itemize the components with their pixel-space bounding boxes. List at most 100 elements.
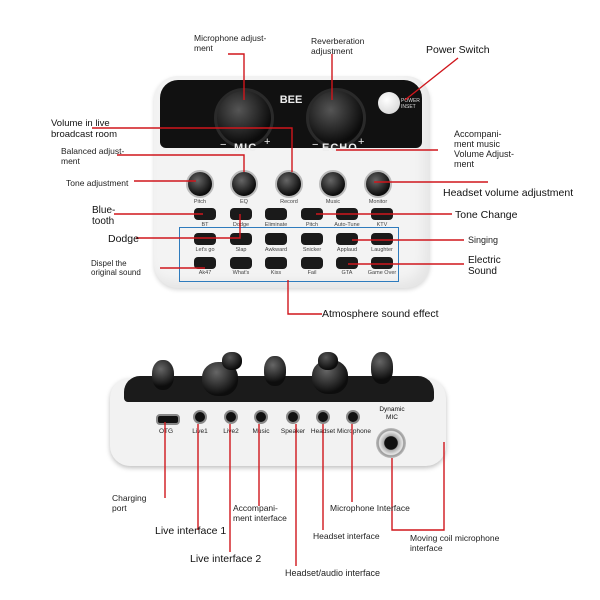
knob-label-monitor: Monitor [368, 199, 388, 205]
port-label-otg: OTG [158, 428, 174, 435]
btn-label-awkward: Awkward [264, 247, 288, 253]
button-bt[interactable] [194, 208, 216, 220]
btn-label-applaud: Applaud [336, 247, 358, 253]
btn-label-ktv: KTV [376, 222, 388, 228]
button-game-over[interactable] [371, 257, 393, 269]
button-eliminate[interactable] [265, 208, 287, 220]
port-label-music: Music [252, 428, 270, 435]
label-dodge: Dodge [108, 233, 139, 245]
btn-label-whats: What's [232, 270, 250, 276]
button-whats[interactable] [230, 257, 252, 269]
headset-jack[interactable] [316, 410, 330, 424]
label-electric: Electric Sound [468, 255, 501, 277]
port-label-speaker: Speaker [280, 428, 306, 435]
btn-label-fail: Fail [307, 270, 317, 276]
atmosphere-frame [179, 227, 399, 282]
button-dodge[interactable] [230, 208, 252, 220]
echo-label: ECHO [322, 142, 358, 154]
bottom-knob-3 [222, 352, 242, 370]
port-label-live2: Live2 [223, 428, 239, 435]
mic-knob [214, 88, 274, 148]
bottom-knob-4 [264, 356, 286, 386]
live1-jack[interactable] [193, 410, 207, 424]
bottom-knob-1 [152, 360, 174, 390]
otg-port[interactable] [156, 414, 180, 425]
monitor-knob [364, 170, 392, 198]
label-moving-coil: Moving coil microphone interface [410, 533, 500, 553]
label-mic-interface: Microphone Interface [330, 503, 410, 513]
btn-label-ak47: Ak47 [198, 270, 212, 276]
mic-minus: − [220, 139, 227, 151]
button-applaud[interactable] [336, 233, 358, 245]
button-pitch[interactable] [301, 208, 323, 220]
echo-minus: − [312, 139, 319, 151]
music-jack[interactable] [254, 410, 268, 424]
label-volume-live: Volume in live broadcast room [51, 118, 118, 140]
mic-plus: + [264, 136, 271, 148]
btn-label-lets-go: Let's go [195, 247, 215, 253]
bottom-knob-6 [318, 352, 338, 370]
speaker-jack[interactable] [286, 410, 300, 424]
knob-label-eq: EQ [240, 199, 248, 205]
microphone-jack[interactable] [346, 410, 360, 424]
button-kiss[interactable] [265, 257, 287, 269]
button-ak47[interactable] [194, 257, 216, 269]
port-label-live1: Live1 [192, 428, 208, 435]
mic-label: MIC [234, 142, 258, 154]
brand-label: BEE [279, 94, 303, 106]
bottom-knob-7 [371, 352, 393, 384]
btn-label-auto-tune: Auto-Tune [334, 222, 360, 228]
button-awkward[interactable] [265, 233, 287, 245]
label-tone-adjust: Tone adjustment [66, 178, 129, 188]
button-laughter[interactable] [371, 233, 393, 245]
live2-jack[interactable] [224, 410, 238, 424]
label-live1: Live interface 1 [155, 525, 227, 537]
btn-label-eliminate: Eliminate [264, 222, 288, 228]
btn-label-gta: GTA [341, 270, 353, 276]
echo-plus: + [358, 136, 365, 148]
btn-label-bt: BT [201, 222, 209, 228]
btn-label-pitch: Pitch [305, 222, 319, 228]
label-reverb-adjust: Reverberation adjustment [311, 36, 365, 56]
button-lets-go[interactable] [194, 233, 216, 245]
top-black-panel [160, 80, 422, 148]
label-dispel: Dispel the original sound [91, 259, 141, 277]
label-power-switch: Power Switch [426, 44, 490, 56]
btn-label-dodge: Dodge [232, 222, 250, 228]
label-tone-change: Tone Change [455, 209, 518, 221]
dynamic-mic-jack[interactable] [376, 428, 406, 458]
echo-knob [306, 88, 366, 148]
label-headset-volume: Headset volume adjustment [443, 187, 574, 199]
btn-label-kiss: Kiss [270, 270, 282, 276]
power-label: POWER INSET [401, 98, 420, 110]
label-singing: Singing [468, 235, 499, 245]
port-label-microphone: Microphone [337, 428, 371, 435]
label-accompaniment: Accompani- ment music Volume Adjust- men… [454, 129, 515, 169]
btn-label-game-over: Game Over [367, 270, 397, 276]
button-slap[interactable] [230, 233, 252, 245]
port-label-dynamic-mic: Dynamic MIC [379, 406, 405, 421]
record-knob [275, 170, 303, 198]
label-accomp-interface: Accompani- ment interface [233, 503, 287, 523]
power-button[interactable] [378, 92, 400, 114]
pitch-knob [186, 170, 214, 198]
button-fail[interactable] [301, 257, 323, 269]
button-snicker[interactable] [301, 233, 323, 245]
label-balanced-adjust: Balanced adjust- ment [61, 146, 125, 166]
label-mic-adjust: Microphone adjust- ment [194, 33, 267, 53]
music-knob [319, 170, 347, 198]
btn-label-laughter: Laughter [371, 247, 393, 253]
btn-label-snicker: Snicker [302, 247, 322, 253]
knob-label-music: Music [325, 199, 341, 205]
knob-label-record: Record [280, 199, 298, 205]
button-gta[interactable] [336, 257, 358, 269]
knob-label-pitch: Pitch [193, 199, 207, 205]
label-atmosphere: Atmosphere sound effect [322, 308, 439, 320]
label-headset-audio: Headset/audio interface [285, 568, 381, 578]
label-live2: Live interface 2 [190, 553, 262, 565]
btn-label-slap: Slap [235, 247, 247, 253]
label-bluetooth: Blue- tooth [92, 205, 116, 227]
label-headset-interface: Headset interface [313, 531, 380, 541]
label-charging-port: Charging port [112, 493, 147, 513]
